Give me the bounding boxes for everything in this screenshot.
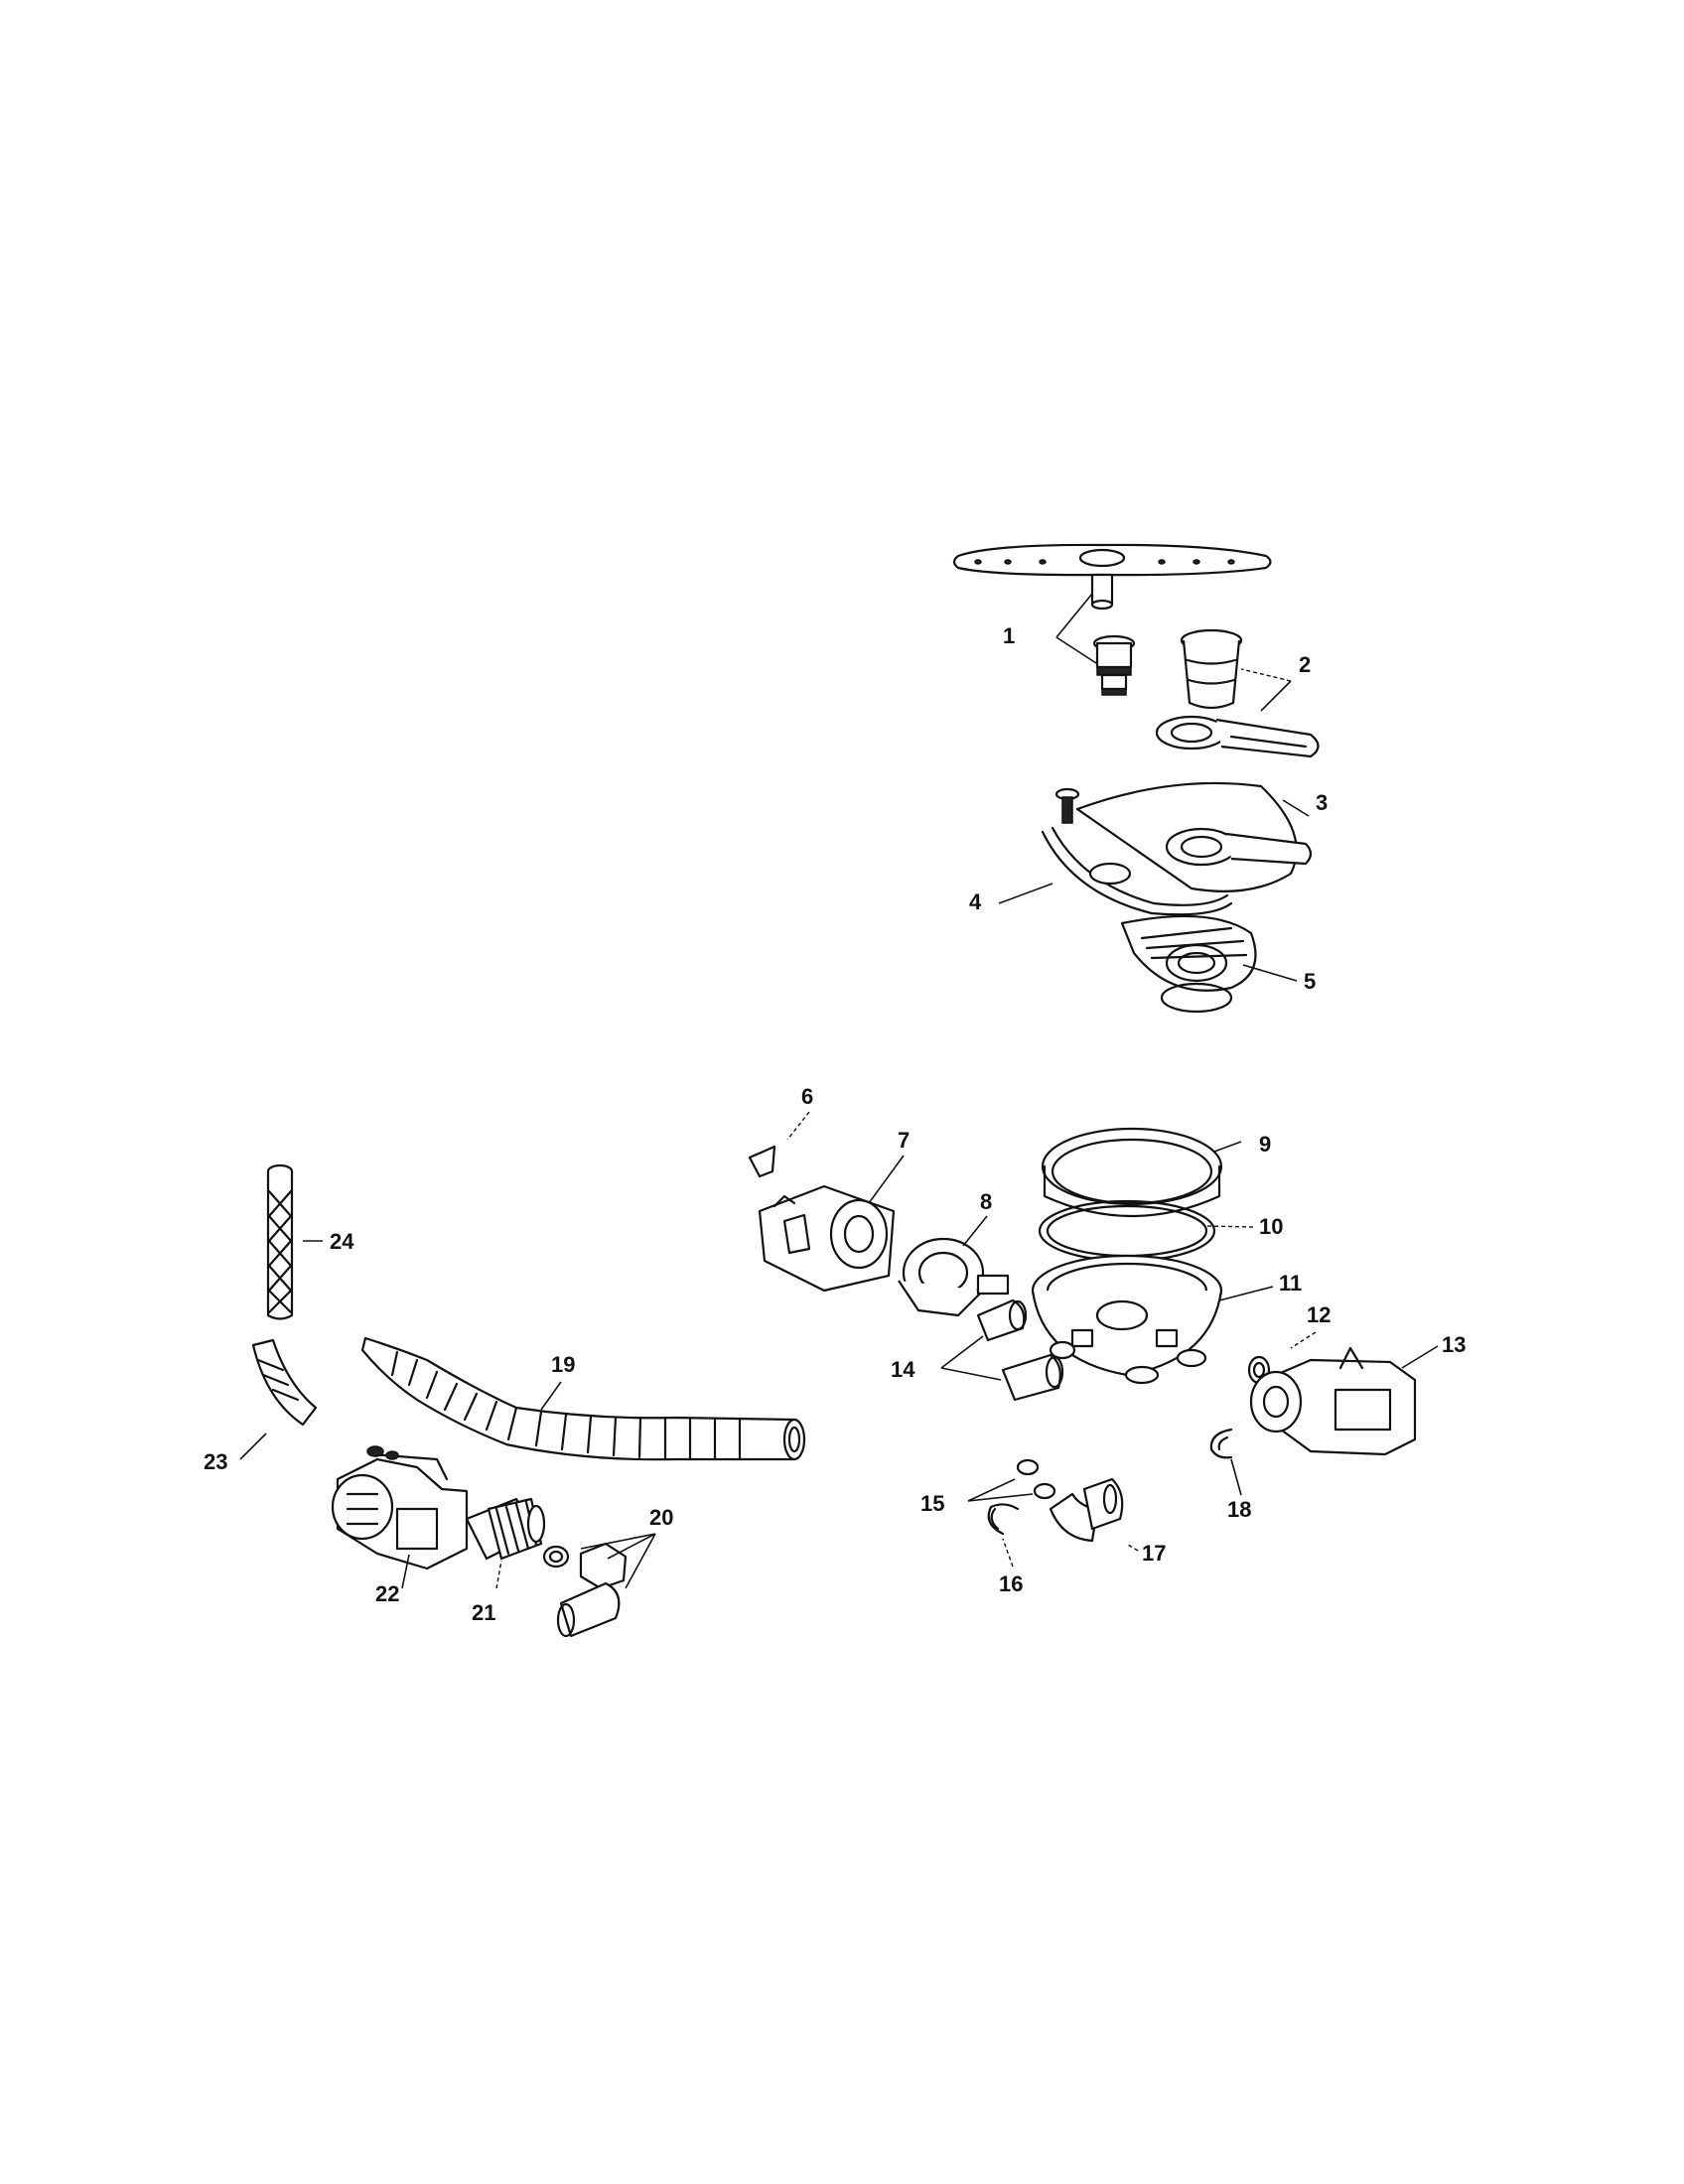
- part-17-elbow-fitting[interactable]: [1049, 1477, 1139, 1552]
- part-19-drain-hose[interactable]: [360, 1336, 806, 1461]
- part-13-valve-assembly[interactable]: [1249, 1345, 1439, 1456]
- part-6-clip[interactable]: [748, 1111, 810, 1178]
- callout-21: 21: [472, 1600, 495, 1625]
- part-2-filter-cup[interactable]: [1155, 628, 1320, 758]
- part-10-gasket[interactable]: [1038, 1199, 1254, 1263]
- callout-24: 24: [330, 1229, 354, 1254]
- part-5-strainer[interactable]: [1120, 914, 1298, 1014]
- callout-18: 18: [1227, 1497, 1251, 1522]
- callout-22: 22: [375, 1581, 399, 1606]
- callout-17: 17: [1142, 1541, 1166, 1566]
- part-24-braided-hose[interactable]: [266, 1163, 323, 1320]
- part-7-motor[interactable]: [758, 1155, 905, 1293]
- callout-19: 19: [551, 1352, 575, 1377]
- part-3-cover-plate[interactable]: [1075, 781, 1313, 892]
- part-3-screw: [1054, 787, 1080, 824]
- callout-14: 14: [891, 1357, 915, 1382]
- part-21-bellows[interactable]: [465, 1497, 546, 1589]
- callout-4: 4: [969, 889, 982, 914]
- callout-6: 6: [801, 1084, 813, 1109]
- part-22-drain-pump[interactable]: [331, 1445, 469, 1589]
- callout-9: 9: [1259, 1132, 1271, 1157]
- part-16-clamp[interactable]: [987, 1503, 1020, 1568]
- callout-5: 5: [1304, 969, 1316, 994]
- callout-11: 11: [1279, 1271, 1302, 1296]
- part-8-pump-housing[interactable]: [898, 1215, 1010, 1317]
- part-1-spray-arm[interactable]: [952, 543, 1272, 696]
- callout-7: 7: [898, 1128, 910, 1153]
- part-23-hose-segment[interactable]: [239, 1338, 318, 1460]
- callout-2: 2: [1299, 652, 1311, 677]
- part-11-pump-base[interactable]: [1031, 1254, 1274, 1385]
- callout-1: 1: [1003, 623, 1015, 648]
- callout-20: 20: [649, 1505, 673, 1530]
- callout-3: 3: [1316, 790, 1328, 815]
- callout-12: 12: [1307, 1302, 1331, 1327]
- callout-13: 13: [1442, 1332, 1466, 1357]
- part-9-large-ring[interactable]: [1041, 1127, 1242, 1218]
- callout-8: 8: [980, 1189, 992, 1214]
- part-15-o-rings[interactable]: [967, 1458, 1056, 1502]
- callout-15: 15: [920, 1491, 944, 1516]
- callout-10: 10: [1259, 1214, 1283, 1239]
- callout-23: 23: [204, 1449, 227, 1474]
- part-18-bracket-clip[interactable]: [1209, 1428, 1242, 1496]
- part-14-hoses[interactable]: [940, 1298, 1064, 1402]
- callout-16: 16: [999, 1571, 1023, 1596]
- part-20-fittings[interactable]: [542, 1533, 656, 1638]
- part-4-seal-ring[interactable]: [998, 826, 1233, 916]
